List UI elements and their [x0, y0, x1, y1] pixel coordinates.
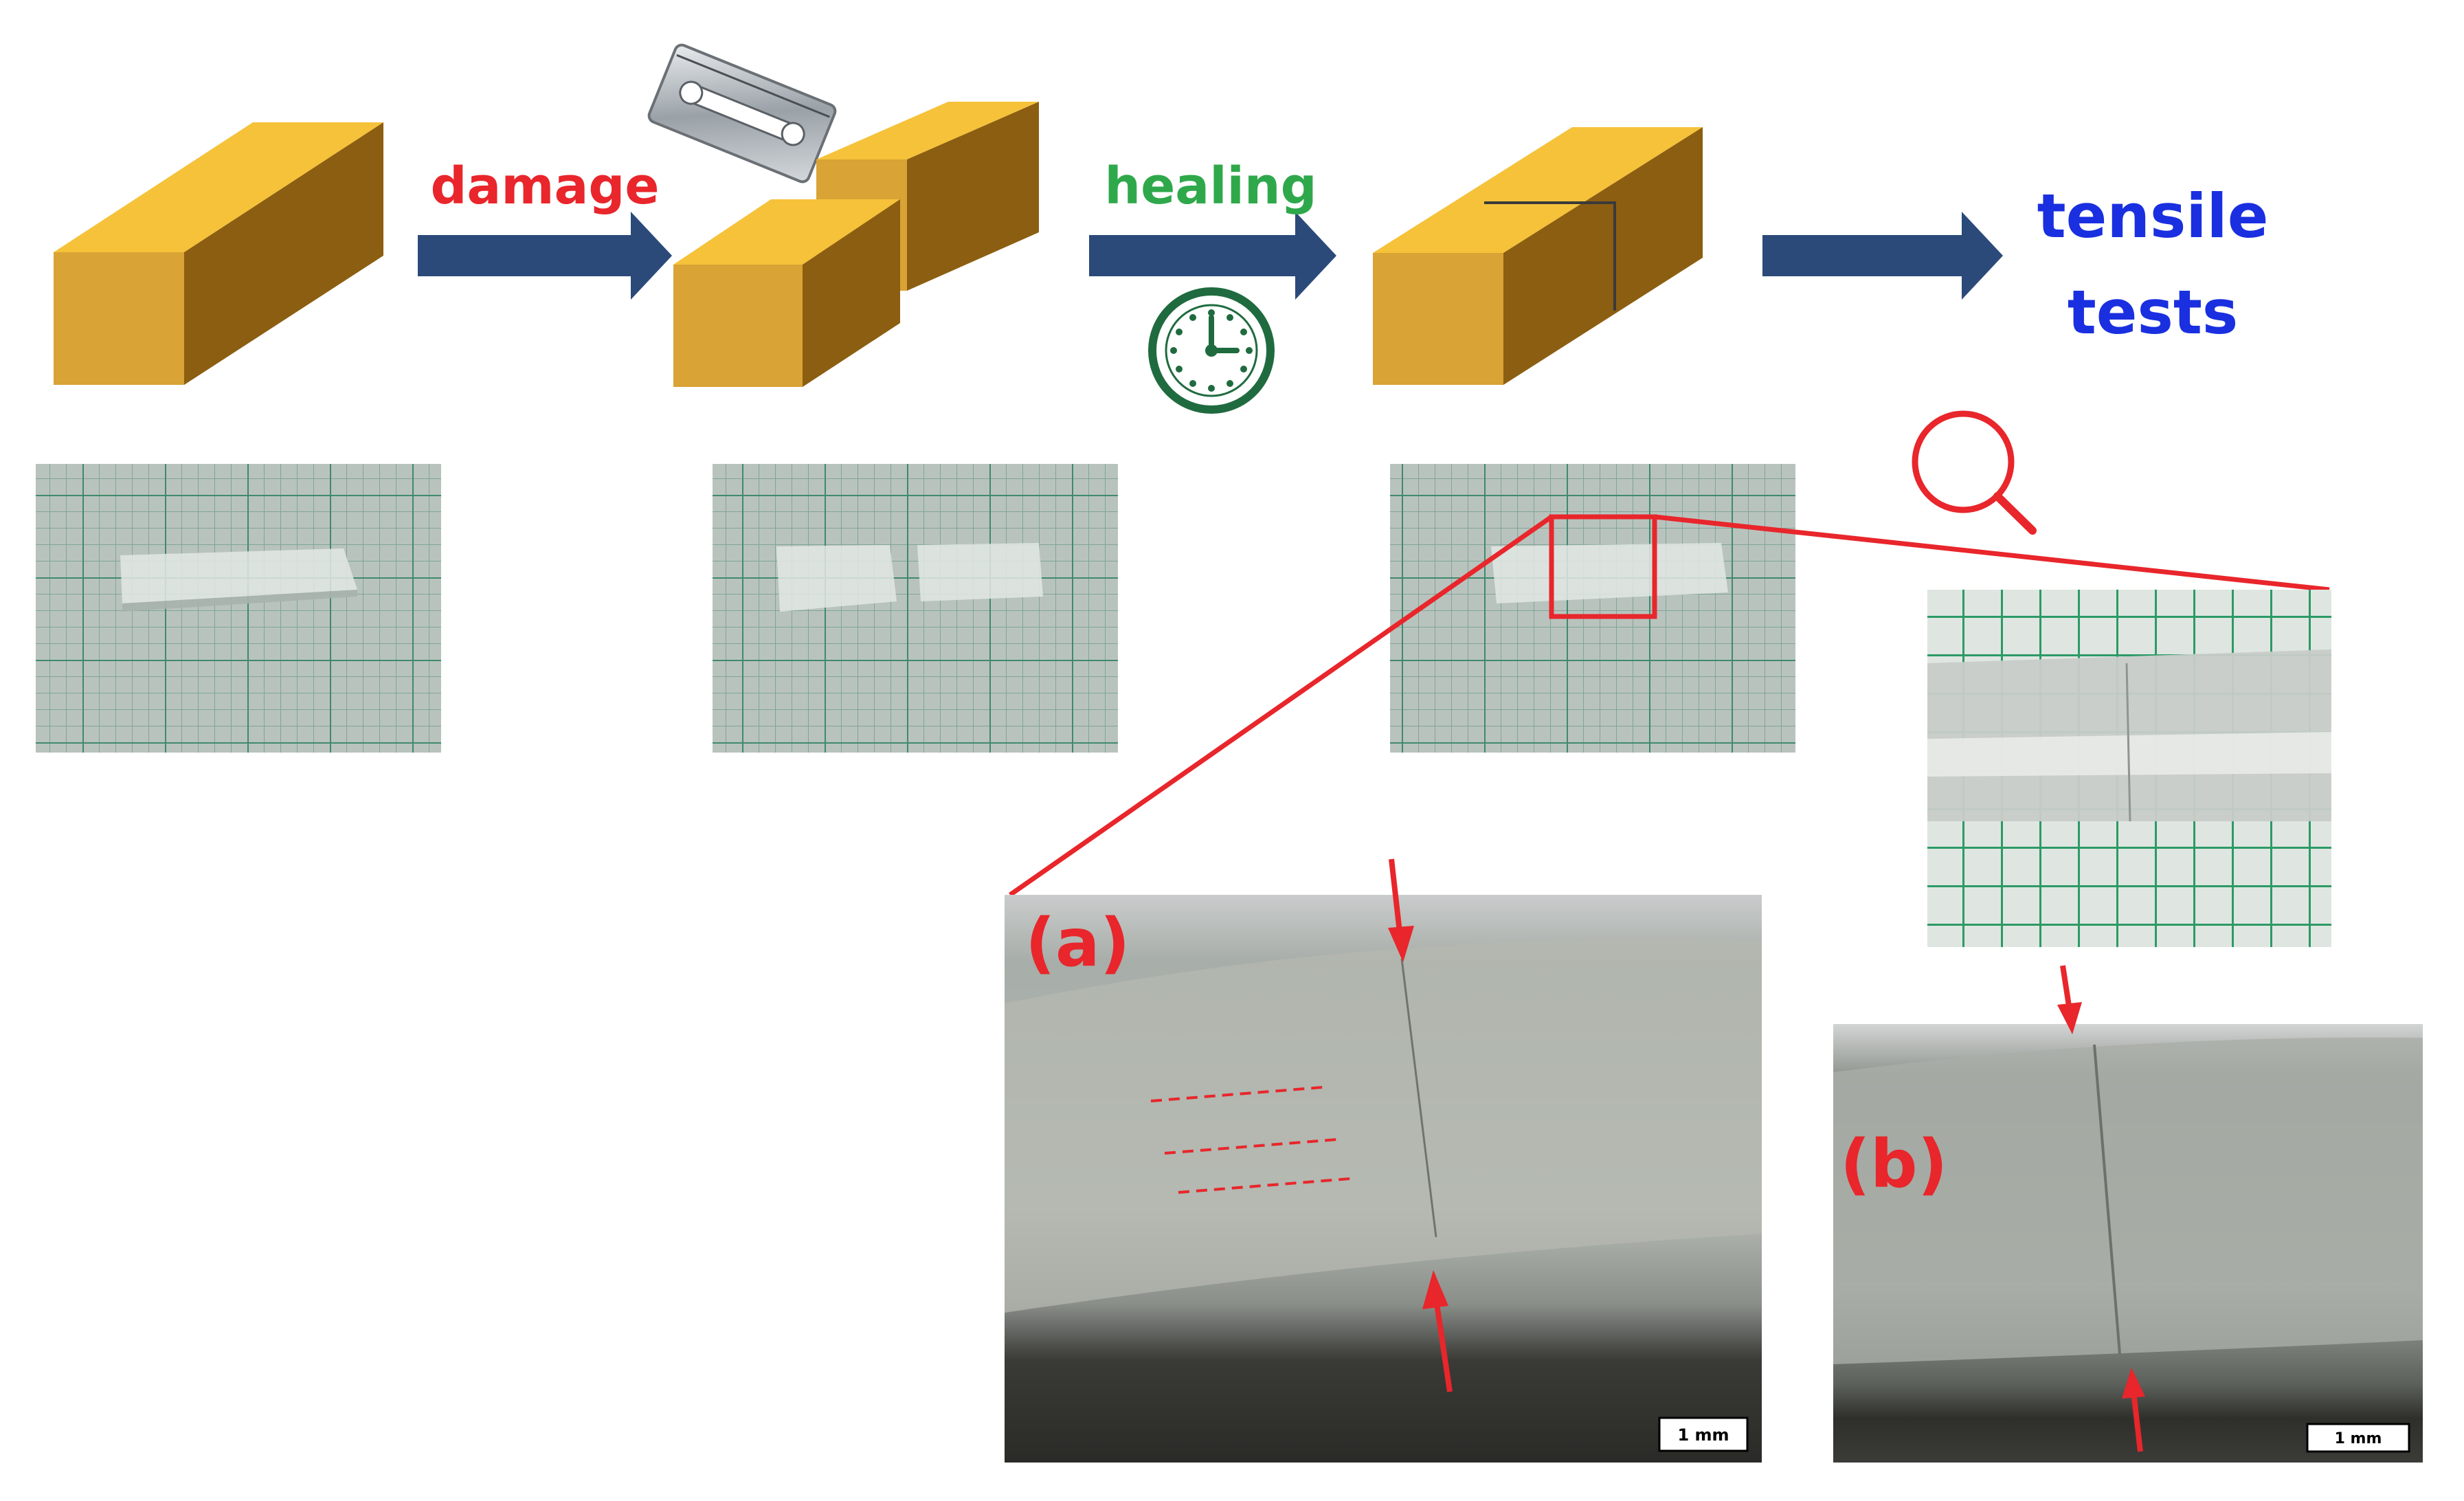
tensile-label: tensile: [2037, 181, 2269, 252]
panel-a-label: (a): [1025, 904, 1130, 981]
crack-arrow-top-a: [1388, 858, 1414, 962]
damage-label: damage: [430, 157, 659, 216]
zoom-region-box: [1549, 514, 1657, 619]
scale-bar-a-text: 1 mm: [1677, 1425, 1729, 1445]
sample-block-intact: [54, 122, 383, 385]
photo-intact-sample: [36, 464, 441, 753]
crack-arrow-bottom-a: [1422, 1270, 1453, 1392]
sample-block-cut: [673, 102, 1039, 387]
crack-arrow-top-b: [2057, 965, 2082, 1034]
healing-label: healing: [1104, 157, 1317, 216]
panel-b-label: (b): [1840, 1126, 1947, 1203]
callout-lines: [1008, 514, 2330, 897]
photo-healed-sample: [1390, 464, 1795, 753]
process-arrow-damage: [418, 212, 672, 300]
scale-bar-b-text: 1 mm: [2335, 1430, 2382, 1447]
tests-label: tests: [2068, 277, 2239, 348]
scale-bar-a: [1658, 1416, 1749, 1452]
process-arrow-tests: [1762, 212, 2003, 300]
photo-cut-sample: [713, 464, 1118, 753]
sample-block-healed: [1373, 127, 1703, 385]
scale-bar-b: [2306, 1423, 2410, 1453]
crack-arrow-bottom-b: [2122, 1368, 2145, 1452]
process-arrow-healing: [1089, 212, 1336, 300]
micrograph-panel-b: 1 mm: [1833, 965, 2423, 1463]
clock-icon: [1148, 287, 1275, 414]
magnifier-icon: [1912, 410, 2037, 535]
razor-blade-icon: [647, 43, 837, 184]
micrograph-panel-a: 1 mm: [1005, 858, 1762, 1463]
photo-zoomed-interface: [1927, 590, 2331, 947]
